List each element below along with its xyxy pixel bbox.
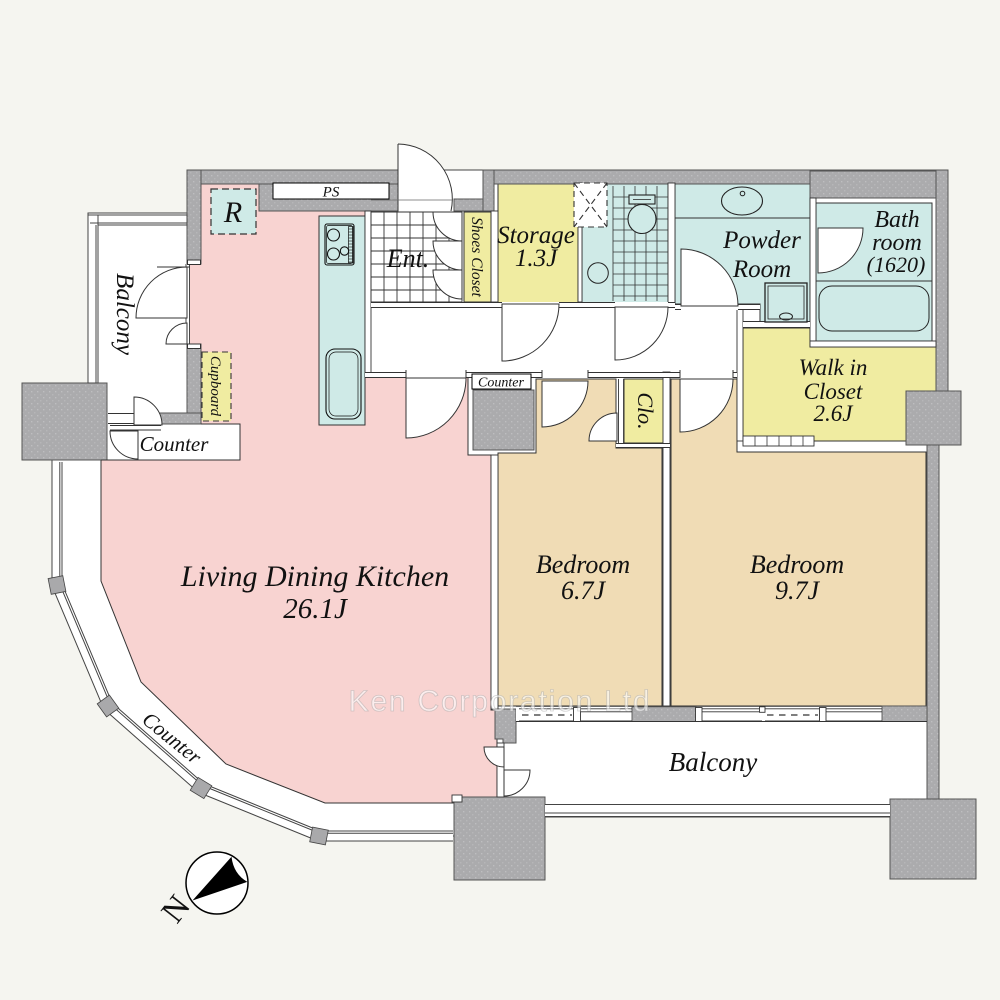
- svg-text:Living Dining Kitchen: Living Dining Kitchen: [180, 560, 449, 593]
- svg-text:Counter: Counter: [140, 432, 210, 456]
- svg-text:Clo.: Clo.: [633, 392, 658, 429]
- svg-text:Powder: Powder: [722, 227, 801, 254]
- svg-text:R: R: [223, 196, 242, 229]
- svg-text:Ken Corporation Ltd: Ken Corporation Ltd: [349, 685, 652, 718]
- svg-text:6.7J: 6.7J: [561, 576, 607, 605]
- svg-text:9.7J: 9.7J: [775, 576, 821, 605]
- svg-text:Balcony: Balcony: [669, 747, 757, 777]
- svg-text:Bedroom: Bedroom: [536, 550, 630, 579]
- svg-text:Bedroom: Bedroom: [750, 550, 844, 579]
- svg-text:Shoes Closet: Shoes Closet: [468, 217, 485, 297]
- svg-text:1.3J: 1.3J: [515, 245, 559, 272]
- svg-text:Closet: Closet: [804, 379, 863, 404]
- svg-text:Counter: Counter: [478, 376, 524, 391]
- svg-text:2.6J: 2.6J: [814, 401, 855, 426]
- svg-text:Room: Room: [732, 256, 791, 283]
- svg-text:Cupboard: Cupboard: [207, 356, 223, 417]
- svg-text:Storage: Storage: [497, 222, 575, 249]
- svg-text:Walk in: Walk in: [799, 355, 868, 380]
- svg-text:room: room: [872, 230, 922, 256]
- svg-text:PS: PS: [322, 185, 340, 201]
- svg-text:Bath: Bath: [874, 207, 919, 233]
- svg-text:Ent.: Ent.: [386, 244, 430, 273]
- svg-text:26.1J: 26.1J: [283, 593, 348, 625]
- svg-text:(1620): (1620): [867, 252, 926, 277]
- svg-text:Balcony: Balcony: [111, 273, 138, 356]
